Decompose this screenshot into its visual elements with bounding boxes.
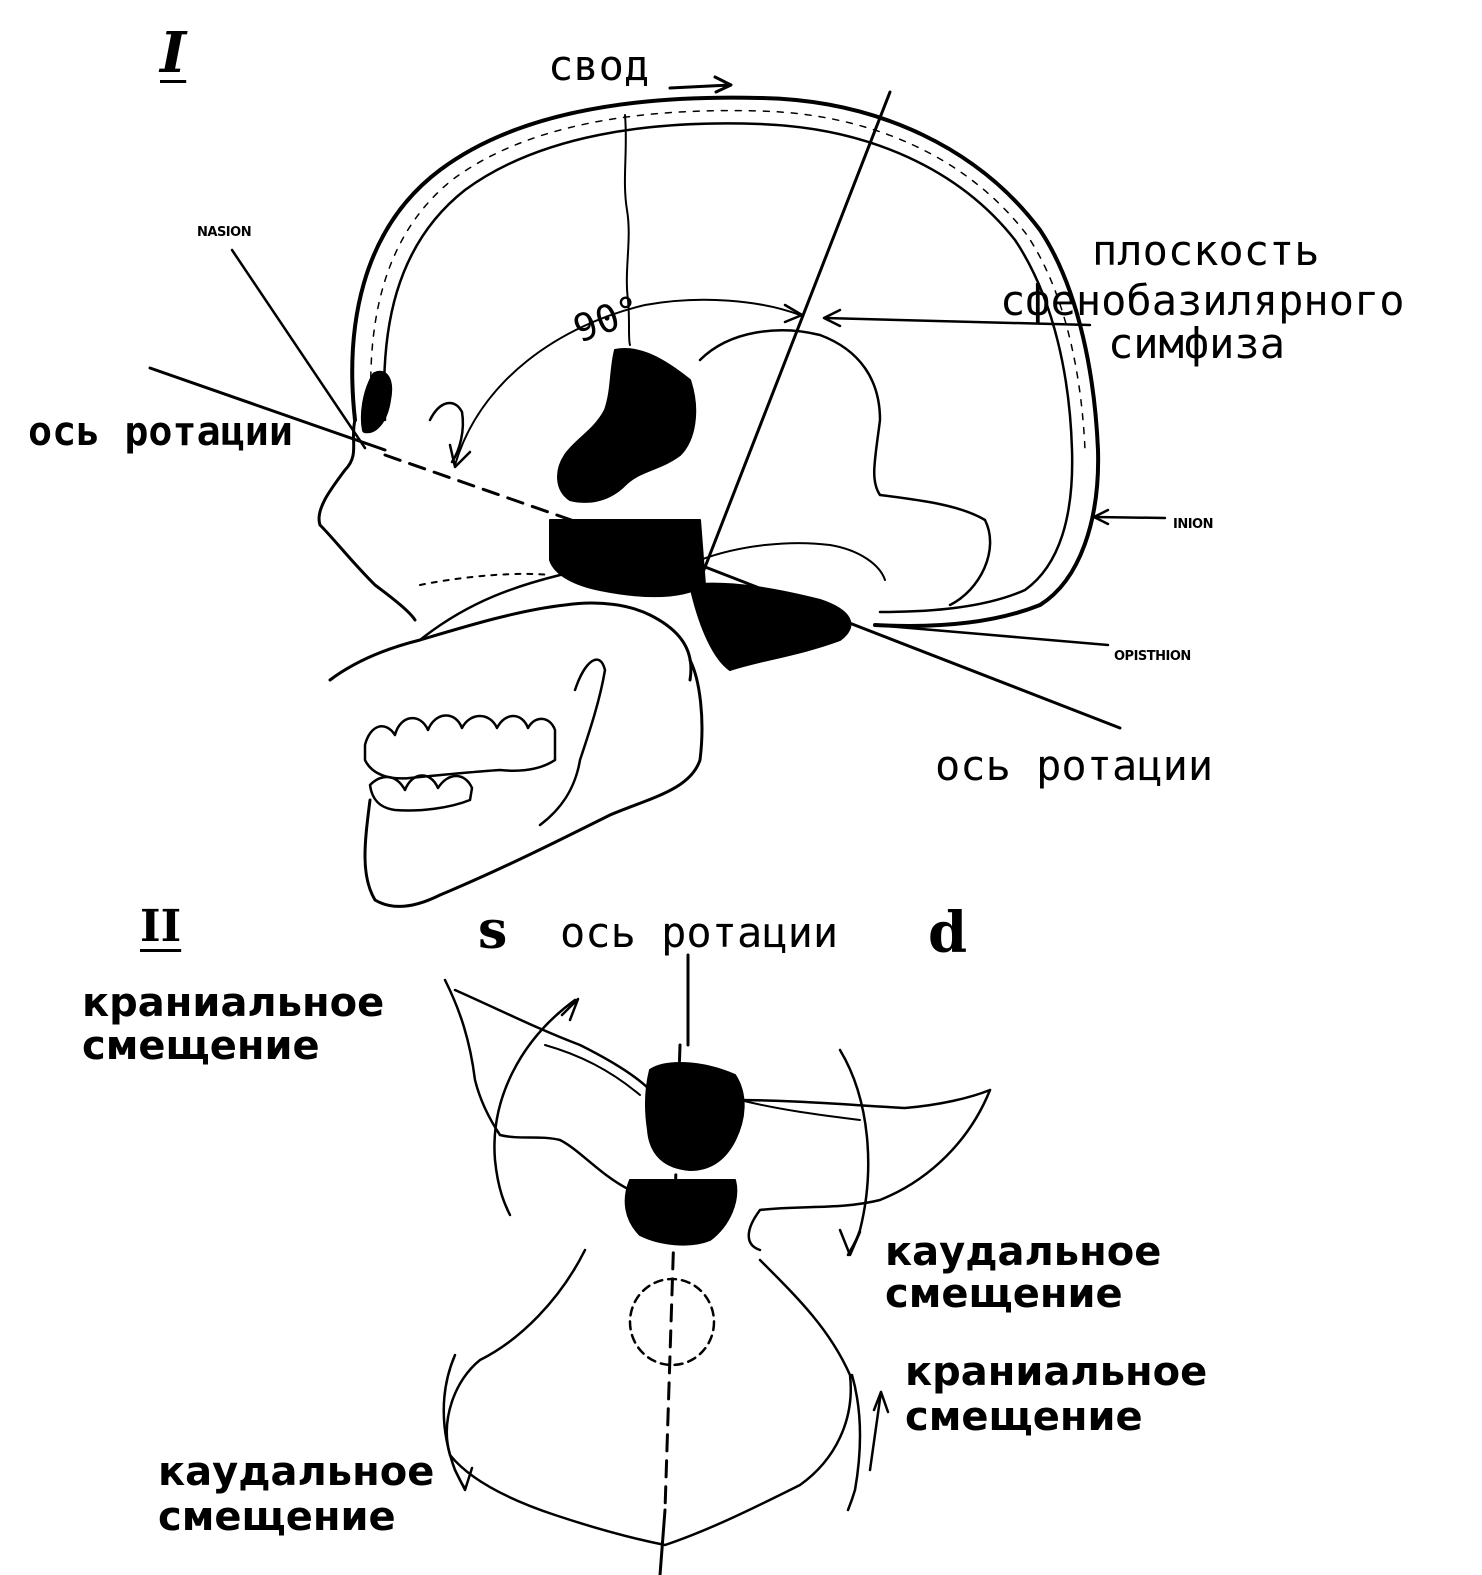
nasion-label: NASION — [197, 225, 252, 240]
base-dashed-line — [419, 572, 551, 586]
basilar-dark-block — [624, 1179, 738, 1246]
bottom-left-label-line1: каудальное — [158, 1449, 435, 1495]
plane-label-line2: сфенобазилярного — [1000, 276, 1405, 325]
upper-teeth — [363, 714, 557, 780]
sphenoid-left-upper — [453, 988, 652, 1092]
arc-left-top — [493, 998, 577, 1217]
occipital-outline — [445, 1248, 852, 1547]
arc-right-top — [838, 1048, 870, 1257]
axis-bottom-solid — [658, 1508, 667, 1575]
skull-lateral-view — [148, 75, 1167, 908]
left-side-mark: s — [478, 900, 508, 961]
axis-right-label: ось ротации — [935, 741, 1214, 790]
plane-arrow — [822, 308, 1092, 328]
panel-2-numeral: II — [140, 901, 182, 952]
angle-arc — [454, 298, 801, 466]
inion-label: INION — [1173, 517, 1214, 532]
lower-teeth — [368, 774, 474, 812]
occipital-base-dark — [689, 582, 852, 671]
mandible-outline — [363, 658, 704, 908]
top-left-label-line1: краниальное — [82, 980, 385, 1026]
sphenoid-right-upper — [733, 1088, 992, 1110]
sella-dark-body — [644, 1062, 745, 1171]
sphenoid-right-wing — [747, 1088, 992, 1252]
opisthion-leader — [873, 623, 1110, 647]
nasion-leader — [230, 248, 367, 450]
inion-arrow — [1092, 508, 1167, 526]
maxilla-outline — [328, 601, 693, 682]
right-side-mark: d — [928, 900, 968, 966]
lesser-wing-left — [544, 1044, 641, 1096]
right-low-label-line1: краниальное — [905, 1349, 1208, 1395]
rotation-axis-dashed — [383, 453, 702, 567]
sphenoid-body — [557, 348, 697, 503]
plane-label-line1: плоскость — [1092, 226, 1320, 275]
arrow-left-bottom-head — [453, 1466, 474, 1492]
vault-diploe — [370, 109, 1086, 451]
rotation-axis-left — [148, 366, 387, 452]
angle-arrow-head-left — [448, 443, 472, 469]
angle-arrow-head-right — [783, 303, 804, 324]
right-low-label-line2: смещение — [905, 1394, 1143, 1440]
panel-1-numeral: I — [160, 20, 187, 86]
opisthion-label: OPISTHION — [1114, 649, 1191, 664]
lesser-wing-right — [739, 1099, 861, 1121]
vault-arrow — [668, 75, 733, 94]
plane-label-line3: симфиза — [1108, 319, 1286, 368]
cranial-vault-outline — [350, 95, 1101, 628]
cranial-vault-inner — [382, 122, 1074, 614]
right-mid-label-line2: смещение — [885, 1271, 1123, 1317]
arrow-right-bottom-shaft — [868, 1390, 883, 1472]
arc-right-bottom — [846, 1373, 862, 1512]
foramen-magnum — [628, 1277, 716, 1367]
arrow-right-top-head — [838, 1228, 862, 1257]
mandible-ramus — [538, 658, 607, 827]
orbit-rim — [428, 401, 465, 464]
rotation-axis-right — [698, 563, 1122, 730]
right-mid-label-line1: каудальное — [885, 1229, 1162, 1275]
face-profile — [317, 418, 417, 622]
axis-left-label: ось ротации — [28, 409, 293, 455]
perpendicular-line — [623, 114, 631, 346]
vault-label: свод — [548, 41, 650, 90]
bottom-left-label-line2: смещение — [158, 1494, 396, 1540]
sphenobasilar-top-view — [442, 953, 992, 1575]
axis-label-top-view: ось ротации — [560, 908, 839, 957]
sphenobasilar-plane-line — [698, 90, 892, 582]
nasal-bone — [360, 370, 393, 434]
arrow-left-top-head — [560, 997, 580, 1022]
top-left-label-line2: смещение — [82, 1023, 320, 1069]
sphenoid-left-wing — [443, 978, 632, 1192]
petrous-ridge — [699, 542, 886, 581]
